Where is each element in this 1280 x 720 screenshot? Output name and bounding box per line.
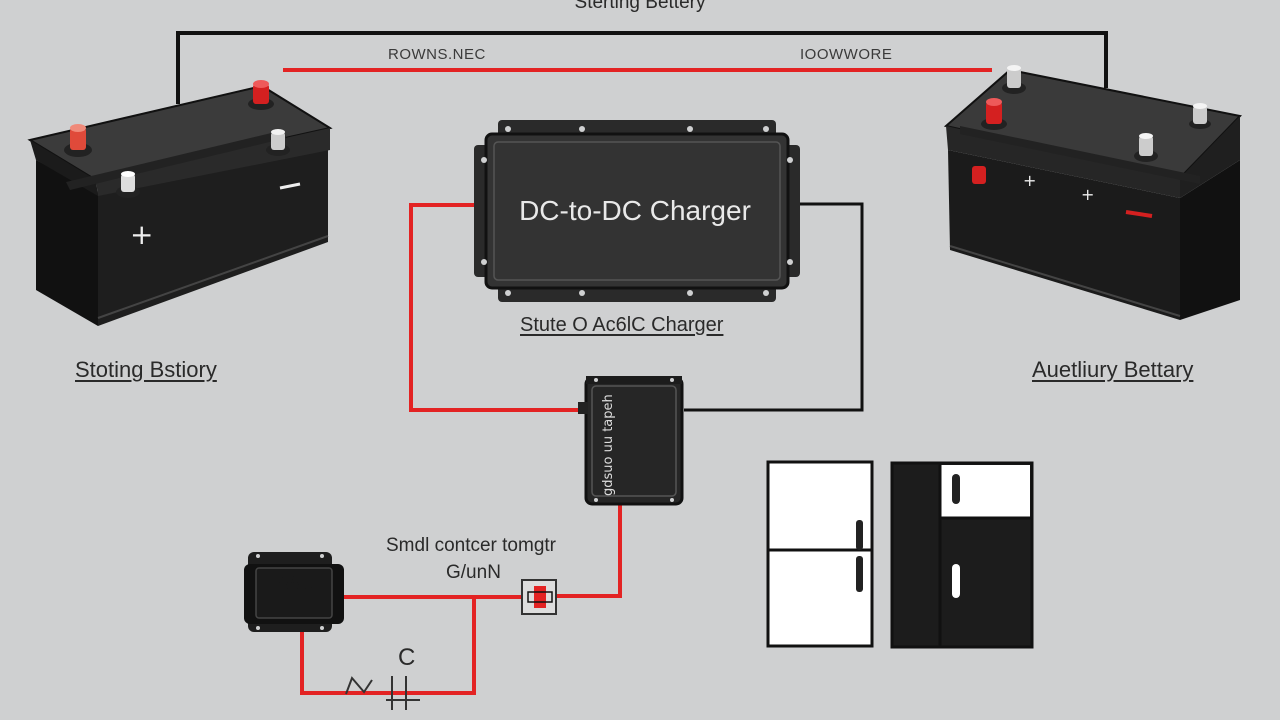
dc-dc-charger: [474, 120, 800, 302]
bottom-positive-wire: [300, 597, 476, 695]
bottom-glyph: C: [398, 644, 416, 671]
black-refrigerator: [890, 461, 1034, 649]
controller-label: Smdl contcer tomgtr: [386, 535, 556, 556]
svg-text:gdsuo uu tapeh: gdsuo uu tapeh: [601, 394, 616, 496]
aux-positive-terminal: [981, 98, 1007, 130]
charge-controller: gdsuo uu tapeh: [578, 376, 684, 506]
controller-output-wire: [555, 505, 622, 598]
charger-subtitle: Stute O Ac6lC Charger: [520, 314, 724, 336]
white-refrigerator: [766, 460, 874, 648]
wire-label-right: IOOWWORE: [800, 46, 893, 63]
aux-top-terminal: [1002, 65, 1026, 94]
starting-top-terminal: [248, 80, 274, 110]
power-box: [244, 552, 344, 632]
starting-negative-terminal: [116, 171, 140, 198]
inline-fuse: [521, 579, 557, 615]
auxiliary-battery-label: Auetliury Bettary: [1032, 357, 1194, 382]
svg-text:+: +: [1081, 185, 1094, 204]
charger-title: DC-to-DC Charger: [519, 195, 751, 226]
svg-text:+: +: [1023, 171, 1036, 190]
bottom-switch: [345, 676, 420, 710]
starting-battery-label: Stoting Bstiory: [75, 357, 217, 382]
plus-sign: +: [130, 218, 153, 251]
starting-battery: +: [27, 80, 333, 326]
controller-sublabel: G/unN: [446, 562, 501, 583]
aux-negative-terminal: [1134, 133, 1158, 162]
charger-body: [484, 132, 790, 290]
charger-negative-wire: [684, 202, 864, 412]
auxiliary-battery: + +: [943, 65, 1242, 320]
top-title: Sterting Bettery: [574, 0, 706, 13]
wires: [176, 31, 1108, 695]
top-negative-wire: [176, 31, 1108, 104]
starting-right-terminal: [266, 129, 290, 156]
aux-right-terminal: [1189, 103, 1211, 129]
starting-positive-terminal: [64, 124, 92, 157]
charger-positive-wire: [409, 203, 585, 412]
power-box-label: PWU: [272, 573, 314, 593]
minus-sign: [279, 182, 301, 190]
wire-label-left: ROWNS.NEC: [388, 46, 486, 63]
aux-red-clip: [972, 166, 986, 184]
